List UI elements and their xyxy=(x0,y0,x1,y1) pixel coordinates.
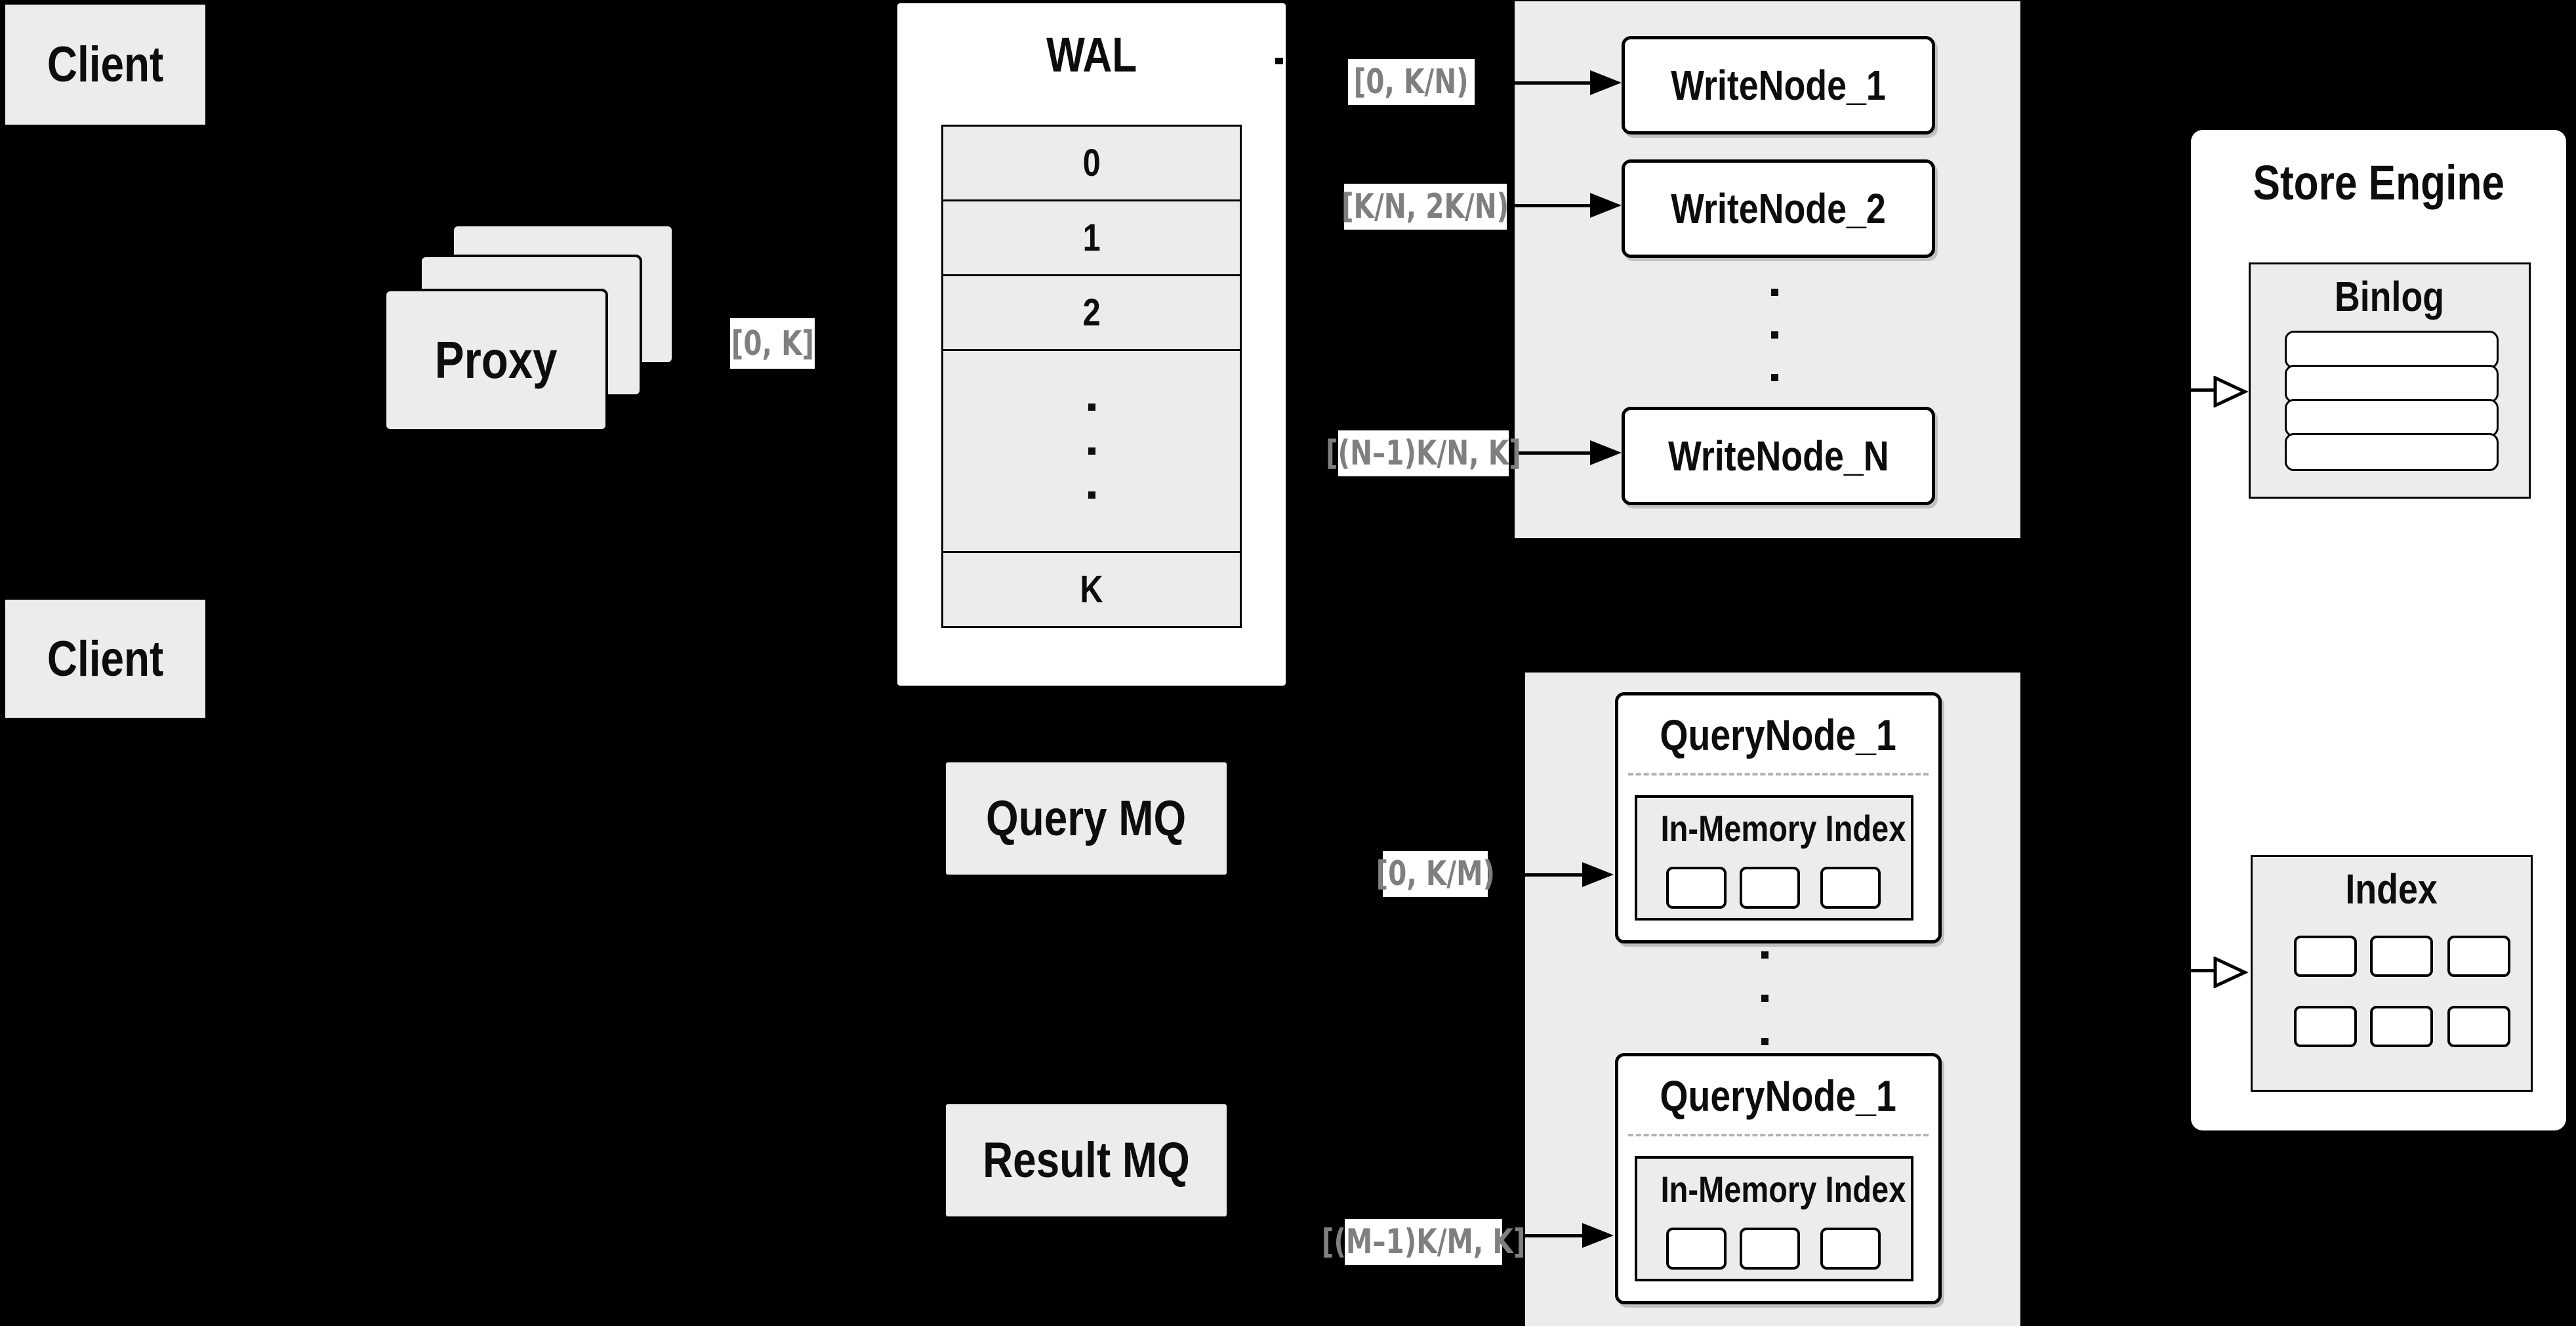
index-file-cell xyxy=(2370,936,2433,977)
wal-segment-table: 0 1 2 K xyxy=(941,125,1242,628)
ellipsis-dot xyxy=(1771,289,1778,296)
client-top-label: Client xyxy=(47,37,164,93)
ellipsis-dot xyxy=(1771,331,1778,339)
binlog-record-slat xyxy=(2285,365,2499,403)
ellipsis-dot xyxy=(1088,447,1095,455)
ellipsis-dot xyxy=(1771,374,1778,381)
arrow-line-to-index xyxy=(2191,969,2217,972)
arrowhead-to-writenode-1 xyxy=(1590,70,1622,95)
wal-segment-row: K xyxy=(943,551,1240,626)
index-segment-cell xyxy=(1820,1228,1881,1270)
index-file-cell xyxy=(2370,1006,2433,1047)
arrow-line-to-querynode-bottom xyxy=(1525,1234,1584,1237)
ellipsis-dot xyxy=(1088,491,1095,499)
client-node-top: Client xyxy=(5,5,205,125)
index-file-cell xyxy=(2294,936,2357,977)
ellipsis-dot xyxy=(1761,951,1768,959)
arrowhead-to-writenode-2 xyxy=(1590,193,1622,218)
query-node-top-title: QueryNode_1 xyxy=(1660,711,1897,759)
index-segment-cell xyxy=(1820,867,1881,909)
store-engine-panel: Store Engine Binlog Index xyxy=(2191,130,2566,1130)
ellipsis-dot xyxy=(1761,1038,1768,1045)
arrowhead-to-querynode-top xyxy=(1582,862,1614,887)
wal-segment-row: 2 xyxy=(943,274,1240,349)
range-label-writenode-2: [K/N, 2K/N) xyxy=(1341,184,1509,230)
range-label-writenode-n: [(N–1)K/N, K] xyxy=(1326,430,1521,476)
open-arrowhead-to-index xyxy=(2213,957,2249,988)
client-node-bottom: Client xyxy=(5,600,205,718)
index-segment-cell xyxy=(1740,1228,1800,1270)
in-memory-index-bottom-title: In-Memory Index xyxy=(1660,1169,1906,1210)
range-label-querynode-bottom: [(M–1)K/M, K] xyxy=(1322,1219,1525,1265)
in-memory-index-top-title: In-Memory Index xyxy=(1660,808,1906,849)
range-label-writenode-1: [0, K/N) xyxy=(1348,59,1475,105)
arrowhead-to-querynode-bottom xyxy=(1582,1223,1614,1248)
proxy-label: Proxy xyxy=(434,331,558,389)
dashed-separator xyxy=(1628,773,1929,776)
index-box: Index xyxy=(2251,855,2533,1092)
store-engine-title: Store Engine xyxy=(2253,155,2504,210)
query-mq-node: Query MQ xyxy=(946,762,1227,875)
index-file-cell xyxy=(2294,1006,2357,1047)
index-segment-cell xyxy=(1666,867,1727,909)
arrow-line-to-querynode-top xyxy=(1525,873,1584,877)
binlog-record-slat xyxy=(2285,331,2499,369)
query-node-bottom-title: QueryNode_1 xyxy=(1660,1071,1897,1120)
arrow-line-to-writenode-1 xyxy=(1515,81,1592,85)
arrow-line-to-writenode-2 xyxy=(1515,204,1592,207)
index-file-cell xyxy=(2447,1006,2510,1047)
result-mq-node: Result MQ xyxy=(946,1104,1227,1216)
write-node-2: WriteNode_2 xyxy=(1622,159,1935,258)
binlog-record-slat xyxy=(2285,399,2499,437)
dashed-separator xyxy=(1628,1134,1929,1136)
wal-arrow-stub xyxy=(1275,58,1283,64)
wal-title: WAL xyxy=(1046,27,1137,82)
ellipsis-dot xyxy=(1761,995,1768,1002)
wal-ellipsis-row xyxy=(943,349,1240,551)
binlog-record-slat xyxy=(2285,433,2499,471)
binlog-box: Binlog xyxy=(2249,262,2531,499)
write-node-1: WriteNode_1 xyxy=(1622,36,1935,135)
write-node-n: WriteNode_N xyxy=(1622,407,1935,505)
index-file-cell xyxy=(2447,936,2510,977)
index-title: Index xyxy=(2345,865,2438,913)
in-memory-index-bottom: In-Memory Index xyxy=(1635,1156,1913,1281)
client-bottom-label: Client xyxy=(47,631,164,687)
arrow-line-to-binlog xyxy=(2191,388,2217,392)
range-label-proxy-to-wal: [0, K] xyxy=(730,318,815,369)
open-arrowhead-to-binlog xyxy=(2213,376,2249,407)
in-memory-index-top: In-Memory Index xyxy=(1635,795,1913,921)
query-node-top: QueryNode_1 In-Memory Index xyxy=(1615,692,1942,943)
wal-panel: WAL 0 1 2 K xyxy=(897,3,1286,686)
arrow-line-to-writenode-n xyxy=(1515,451,1592,455)
index-segment-cell xyxy=(1740,867,1800,909)
arrowhead-to-writenode-n xyxy=(1590,440,1622,465)
wal-segment-row: 1 xyxy=(943,199,1240,274)
wal-segment-row: 0 xyxy=(943,127,1240,199)
range-label-querynode-top: [0, K/M) xyxy=(1376,851,1495,897)
binlog-title: Binlog xyxy=(2335,273,2445,320)
query-node-bottom: QueryNode_1 In-Memory Index xyxy=(1615,1053,1942,1304)
index-segment-cell xyxy=(1666,1228,1727,1270)
proxy-node: Proxy xyxy=(384,289,608,432)
ellipsis-dot xyxy=(1088,404,1095,411)
